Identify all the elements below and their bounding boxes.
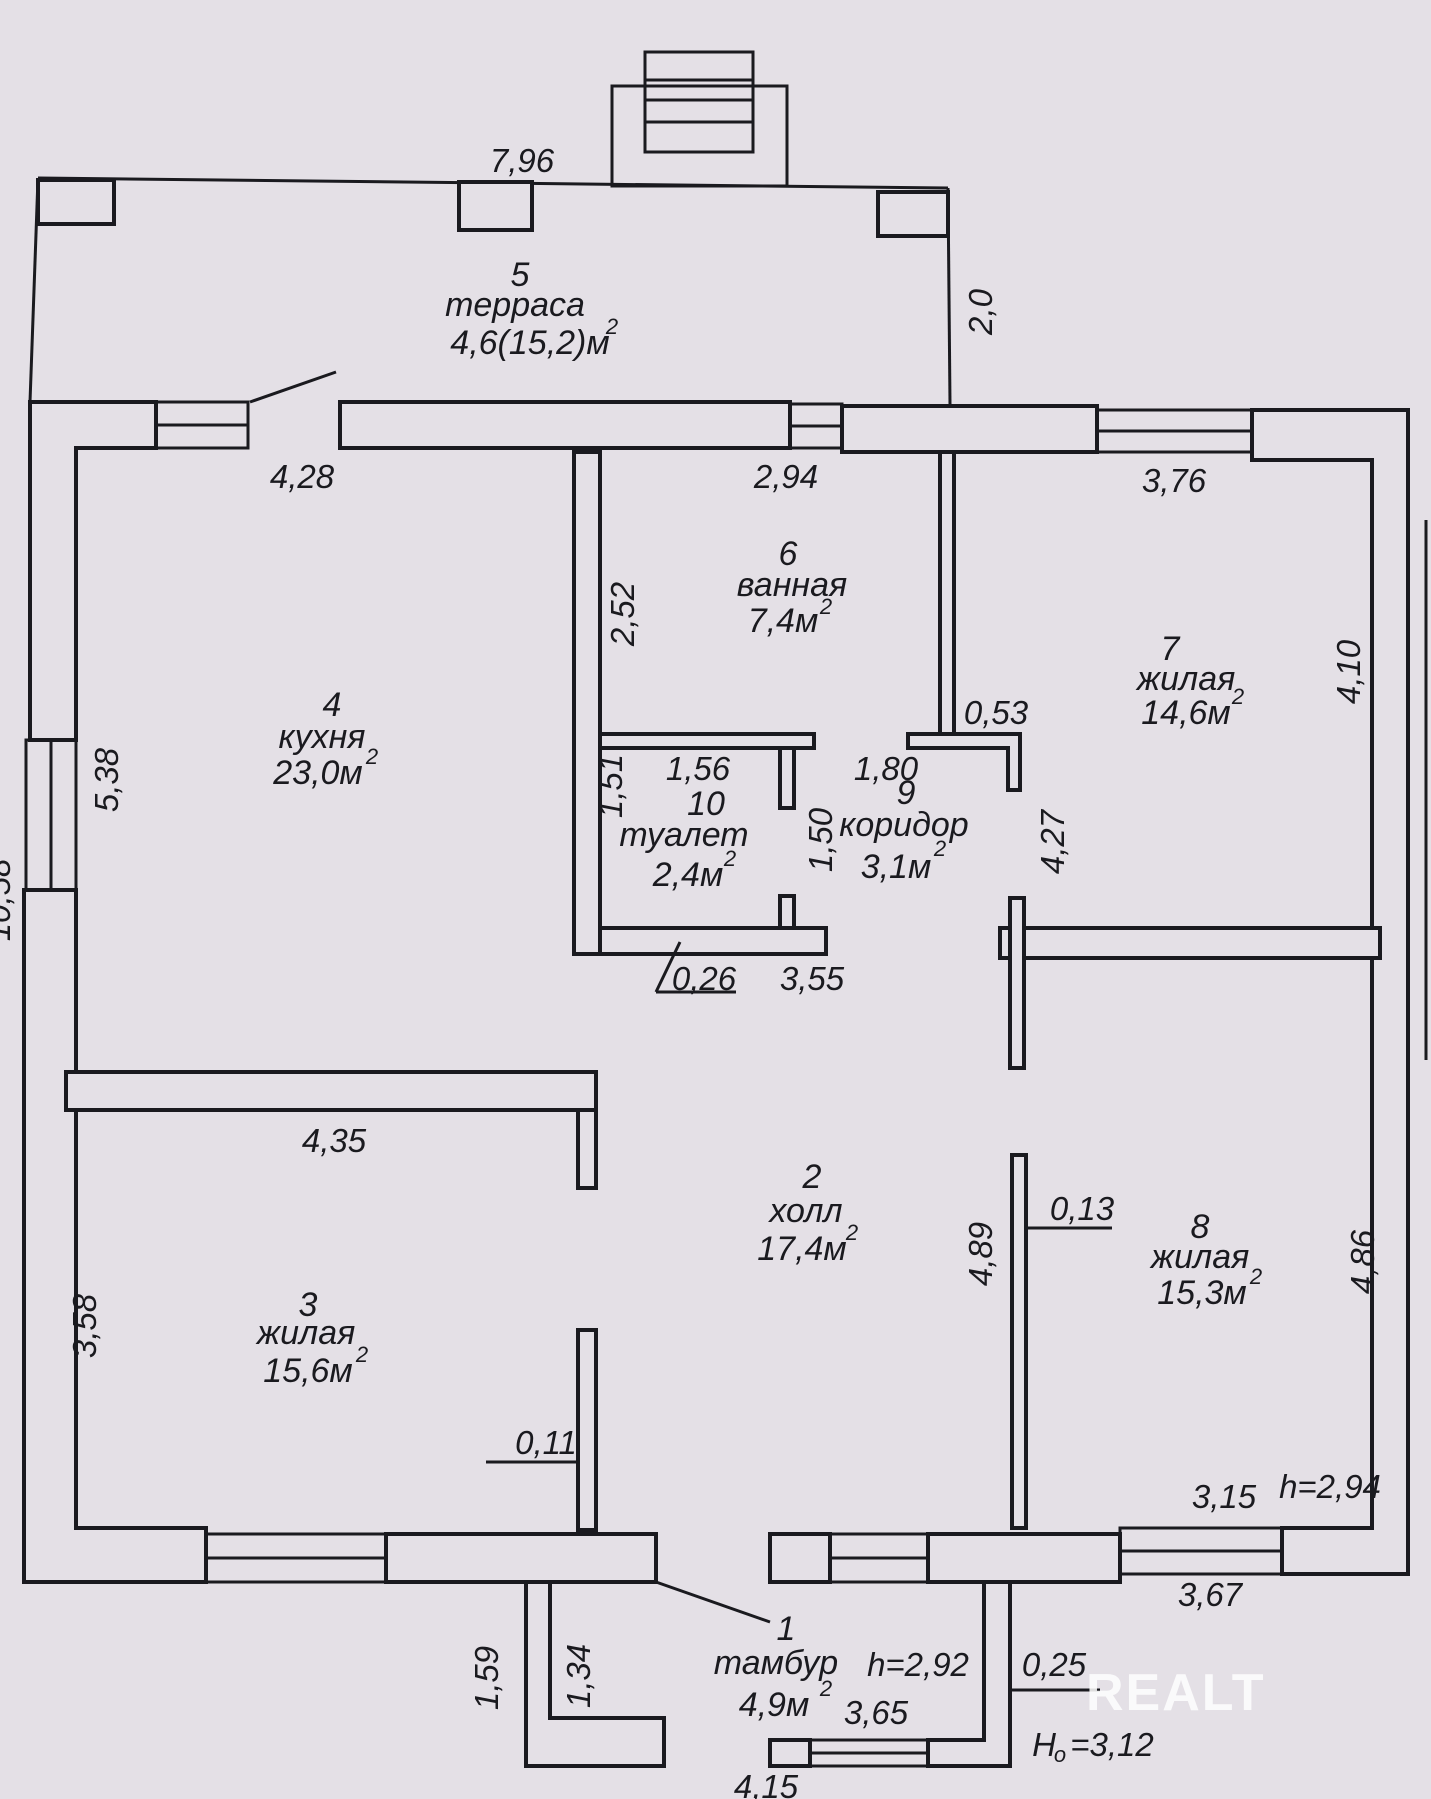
- room-area: 15,3м: [1157, 1274, 1246, 1312]
- room-name: терраса: [445, 286, 585, 324]
- dim-vest-inner: 1,34: [560, 1644, 597, 1708]
- dim-wall-025: 0,25: [1022, 1646, 1087, 1683]
- room-area: 7,4м: [748, 602, 819, 640]
- dim-bath-depth: 2,52: [604, 582, 641, 647]
- room-name: туалет: [619, 816, 748, 854]
- room-terrace: 5 терраса 4,6(15,2)м 2: [445, 256, 618, 362]
- room-name: ванная: [737, 566, 847, 604]
- room-living-3: 3 жилая 15,6м 2: [255, 1286, 368, 1390]
- entry-steps-top: [610, 50, 789, 188]
- area-unit-sup: 2: [723, 846, 736, 871]
- dim-hall-355: 3,55: [780, 960, 845, 997]
- dim-room8-width: 3,15: [1192, 1478, 1257, 1515]
- room-area: 23,0м: [272, 754, 362, 792]
- room-number: 7: [1161, 630, 1181, 668]
- dim-wall-013: 0,13: [1050, 1190, 1115, 1227]
- area-unit-sup: 2: [845, 1220, 858, 1245]
- room-area: 4,9м: [739, 1686, 810, 1724]
- dim-vest-outer: 1,59: [468, 1646, 505, 1710]
- room-area: 3,1м: [861, 848, 932, 886]
- room-name: тамбур: [714, 1644, 838, 1682]
- dim-room8-depth: 4,86: [1344, 1229, 1381, 1294]
- dimension-labels: 7,96 2,0 4,28 2,94 3,76 2,52 4,10 5,38 0…: [0, 142, 1381, 1799]
- area-unit-sup: 2: [365, 744, 378, 769]
- dim-wall-026: 0,26: [672, 960, 737, 997]
- dim-total-height: H o =3,12: [1032, 1726, 1154, 1767]
- dim-room7-depth: 4,10: [1330, 639, 1367, 704]
- watermark-logo: REALT: [1086, 1664, 1265, 1722]
- room-toilet: 10 туалет 2,4м 2: [619, 785, 748, 894]
- room-number: 9: [897, 774, 916, 812]
- room-area: 14,6м: [1141, 694, 1230, 732]
- room-name: жилая: [255, 1314, 356, 1352]
- area-unit-sup: 2: [605, 314, 618, 339]
- dim-terrace-depth: 2,0: [962, 288, 999, 336]
- dim-total-height-value: =3,12: [1070, 1726, 1154, 1763]
- leader-lines: [249, 370, 1428, 1692]
- area-unit-sup: 2: [933, 836, 946, 861]
- room-corridor: 9 коридор 3,1м 2: [839, 774, 968, 886]
- room-area: 17,4м: [757, 1230, 846, 1268]
- dim-room8-outer: 3,67: [1178, 1576, 1244, 1613]
- dim-terrace-width: 7,96: [490, 142, 555, 179]
- area-unit-sup: 2: [355, 1342, 368, 1367]
- dim-left-partial: 10,58: [0, 858, 17, 941]
- terrace-outline: [28, 176, 952, 405]
- room-number: 10: [687, 785, 725, 823]
- dim-total-height-symbol: H: [1032, 1726, 1056, 1763]
- dim-room3-width: 4,35: [302, 1122, 367, 1159]
- room-number: 4: [323, 686, 342, 724]
- room-number: 1: [777, 1610, 796, 1648]
- dim-corridor-stub: 0,53: [964, 694, 1029, 731]
- room-area: 4,6(15,2)м: [450, 324, 609, 362]
- dim-hall-depth: 4,89: [962, 1222, 999, 1286]
- room-vestibule: 1 тамбур 4,9м 2: [714, 1610, 838, 1724]
- dim-height-main: h=2,94: [1279, 1468, 1381, 1505]
- room-living-7: 7 жилая 14,6м 2: [1135, 630, 1244, 732]
- room-number: 8: [1191, 1208, 1210, 1246]
- dim-corridor-width: 1,80: [854, 750, 919, 787]
- room-living-8: 8 жилая 15,3м 2: [1149, 1208, 1262, 1312]
- dim-room7-width: 3,76: [1142, 462, 1207, 499]
- room-name: кухня: [279, 718, 366, 756]
- outer-walls: [22, 400, 1410, 1584]
- room-hall: 2 холл 17,4м 2: [757, 1158, 858, 1268]
- room-number: 3: [299, 1286, 318, 1324]
- dim-room3-depth: 3,58: [66, 1293, 103, 1358]
- room-kitchen: 4 кухня 23,0м 2: [272, 686, 378, 792]
- dim-toilet-width: 1,56: [666, 750, 731, 787]
- room-name: коридор: [839, 806, 968, 844]
- room-number: 6: [779, 535, 798, 573]
- dim-bath-width: 2,94: [753, 458, 818, 495]
- room-number: 5: [511, 256, 530, 294]
- dim-vest-height: h=2,92: [867, 1646, 969, 1683]
- dim-kitchen-width: 4,28: [270, 458, 335, 495]
- room-number: 2: [802, 1158, 822, 1196]
- inner-walls: [64, 450, 1382, 1768]
- area-unit-sup: 2: [819, 594, 832, 619]
- dim-corridor-len: 4,27: [1034, 808, 1071, 874]
- dim-toilet-depth: 1,51: [592, 754, 629, 818]
- dim-total-height-subscript: o: [1054, 1742, 1066, 1767]
- dim-toilet-door: 1,50: [802, 807, 839, 872]
- area-unit-sup: 2: [1231, 684, 1244, 709]
- area-unit-sup: 2: [819, 1676, 832, 1701]
- dim-vest-width: 3,65: [844, 1694, 909, 1731]
- room-name: холл: [767, 1192, 842, 1230]
- room-area: 2,4м: [652, 856, 724, 894]
- dim-wall-011: 0,11: [515, 1424, 577, 1461]
- area-unit-sup: 2: [1249, 1264, 1262, 1289]
- dim-bottom: 4,15: [734, 1768, 799, 1799]
- room-name: жилая: [1135, 660, 1236, 698]
- room-name: жилая: [1149, 1238, 1250, 1276]
- dim-kitchen-depth: 5,38: [88, 747, 125, 812]
- room-area: 15,6м: [263, 1352, 352, 1390]
- room-bath: 6 ванная 7,4м 2: [737, 535, 847, 640]
